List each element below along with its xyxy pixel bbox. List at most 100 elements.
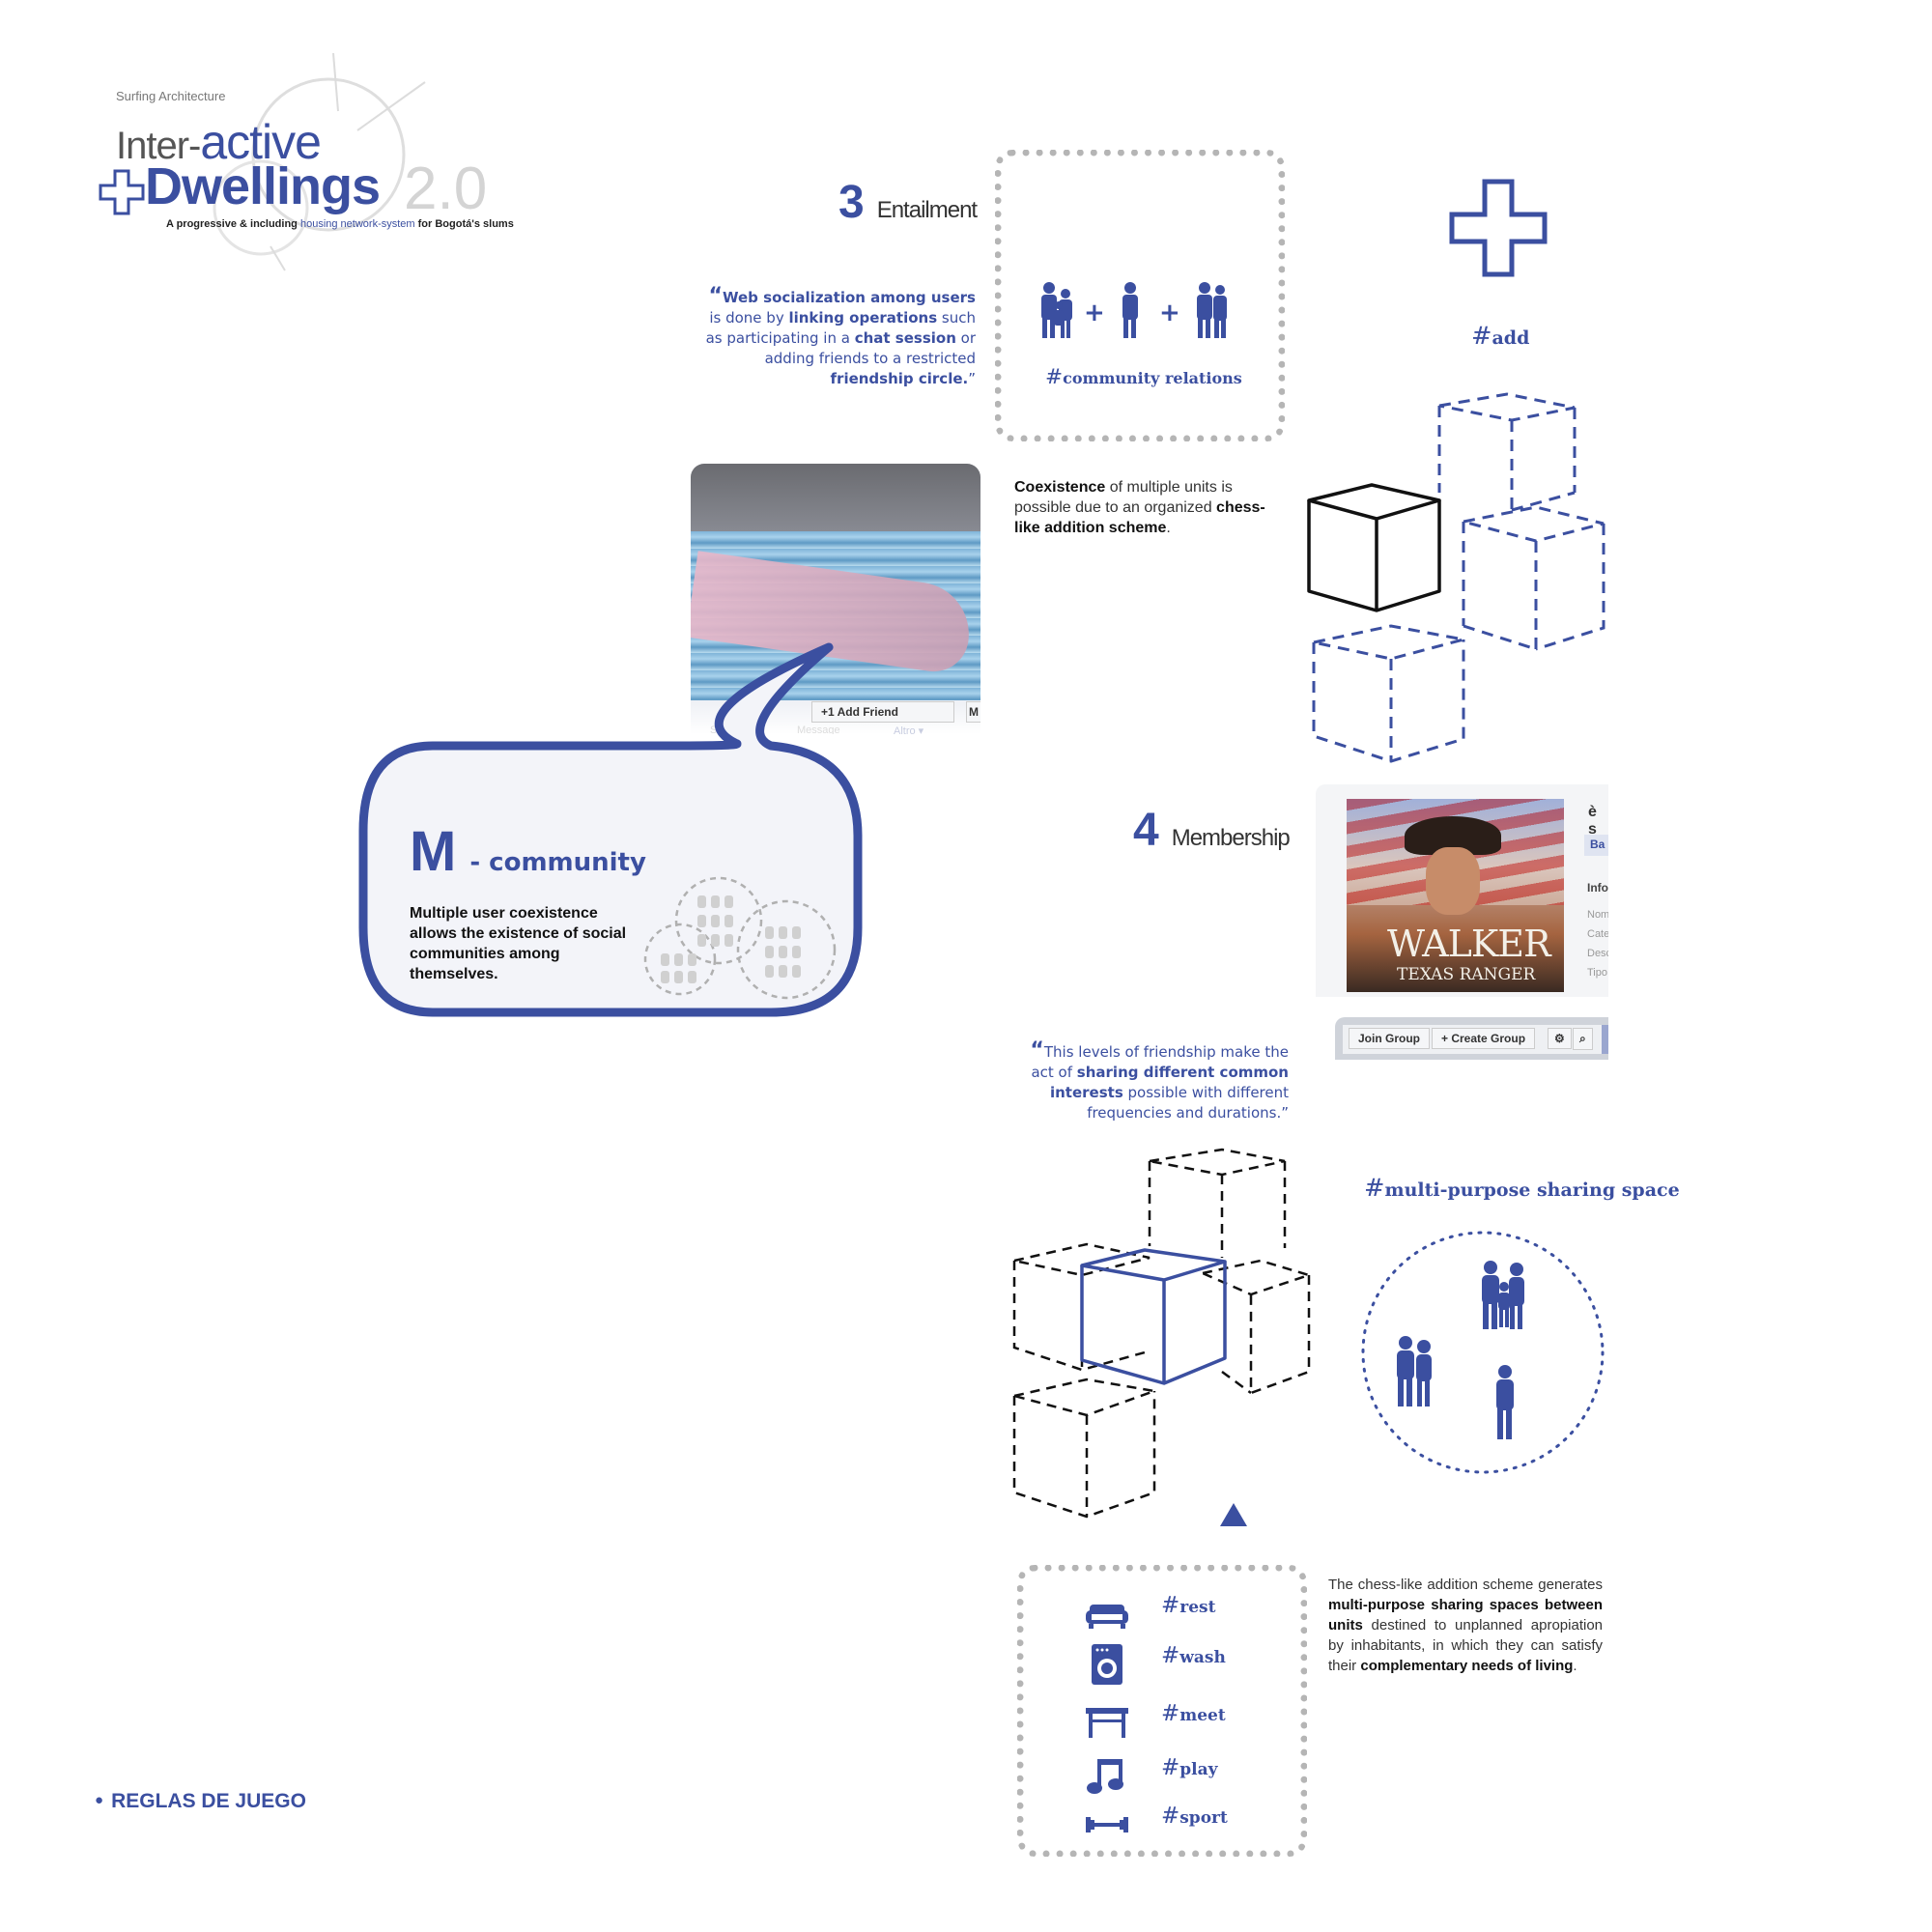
activities-box <box>1017 1565 1307 1857</box>
music-note-icon <box>1082 1755 1132 1798</box>
table-icon <box>1082 1701 1132 1744</box>
entailment-quote-run: such as participating in a <box>705 309 976 347</box>
footer-rules: ● REGLAS DE JUEGO <box>95 1790 306 1813</box>
entailment-quote: “Web socialization among users is done b… <box>701 286 976 389</box>
entailment-quote-run: or adding friends to a restricted <box>764 329 976 367</box>
svg-text:+: + <box>1084 298 1105 327</box>
activity-label: #sport <box>1161 1804 1228 1829</box>
membership-quote-run: sharing different common interests <box>1049 1064 1289 1101</box>
group-side-tab[interactable]: Ba <box>1584 835 1608 856</box>
m-community-heading: M - community <box>410 819 646 884</box>
chess-scheme-run: The chess-like addition scheme generates <box>1328 1577 1603 1593</box>
chess-scheme-run: . <box>1573 1658 1577 1674</box>
group-side-title: è s <box>1588 804 1597 838</box>
group-info-row: Nom <box>1587 909 1608 921</box>
entailment-quote-run: linking operations <box>788 309 938 327</box>
group-poster: WALKER TEXAS RANGER <box>1347 799 1564 992</box>
entailment-quote-run: Web socialization among users <box>723 289 976 306</box>
join-group-button[interactable]: Join Group <box>1349 1028 1430 1049</box>
facebook-profile-card: +1 Add Friend M Send Message Altro ▾ <box>691 464 980 734</box>
membership-number: 4 <box>1133 805 1159 856</box>
group-info-rows: NomCateDescTipo <box>1587 905 1608 982</box>
create-group-button[interactable]: + Create Group <box>1432 1028 1536 1049</box>
chess-addition-cubes-diagram <box>1307 392 1605 763</box>
coexistence-run: chess-like addition scheme <box>1014 499 1265 536</box>
entailment-number: 3 <box>838 177 865 228</box>
logo-watermark-circles <box>213 53 426 271</box>
coexistence-run: of multiple units is possible due to an … <box>1014 479 1233 516</box>
faded-more: Altro ▾ <box>894 725 924 734</box>
entailment-quote-run: is done by <box>709 309 789 327</box>
faded-message: Message <box>797 724 840 734</box>
more-button[interactable]: M <box>966 701 980 723</box>
logo-tagline-highlight: housing network-system <box>299 218 415 230</box>
membership-title: Membership <box>1171 825 1291 851</box>
membership-quote-run: possible with different frequencies and … <box>1087 1084 1289 1122</box>
entailment-quote-open-quote: “ <box>708 284 723 308</box>
triangle-up-icon <box>1220 1503 1247 1526</box>
search-icon[interactable]: ⌕ <box>1573 1028 1593 1050</box>
dumbbell-icon <box>1082 1804 1132 1846</box>
entailment-quote-run: friendship circle. <box>830 370 969 387</box>
chess-scheme-run: destined to unplanned apropiation by inh… <box>1328 1617 1603 1674</box>
sharing-space-circle <box>1361 1231 1605 1474</box>
poster-subtitle: TEXAS RANGER <box>1397 965 1536 984</box>
chess-scheme-run: multi-purpose sharing spaces between uni… <box>1328 1597 1603 1634</box>
settings-gear-icon[interactable]: ⚙ <box>1548 1028 1572 1049</box>
group-info-row: Cate <box>1587 928 1608 940</box>
chess-scheme-run: complementary needs of living <box>1360 1658 1574 1674</box>
activity-item-wash: #wash <box>1082 1637 1294 1686</box>
footer-label: REGLAS DE JUEGO <box>111 1790 306 1812</box>
sharing-space-cubes-diagram <box>1012 1148 1314 1519</box>
m-letter: M <box>410 820 457 883</box>
group-bar-accent <box>1602 1025 1608 1054</box>
logo-plus-icon <box>99 169 145 215</box>
svg-text:+: + <box>1159 298 1180 327</box>
group-info-row: Desc <box>1587 948 1608 959</box>
logo-tagline: A progressive & including housing networ… <box>166 218 514 230</box>
membership-quote-open-quote: “ <box>1030 1038 1044 1063</box>
activity-label: #meet <box>1161 1701 1226 1726</box>
membership-heading: 4 Membership <box>1133 804 1291 857</box>
speech-bubble <box>358 642 863 1017</box>
entailment-quote-run: chat session <box>854 329 956 347</box>
add-label: #add <box>1471 322 1530 351</box>
m-community-text: Multiple user coexistence allows the exi… <box>410 905 627 982</box>
poster-title: WALKER <box>1387 923 1551 965</box>
community-relations-label: #community relations <box>1045 365 1242 389</box>
sharing-space-label: #multi-purpose sharing space <box>1364 1174 1680 1203</box>
activity-label: #wash <box>1161 1643 1226 1668</box>
membership-quote: “This levels of friendship make the act … <box>1014 1040 1289 1123</box>
group-actions-bar: Join Group + Create Group ⚙ ⌕ <box>1335 1017 1608 1060</box>
m-community-title: - community <box>469 848 646 877</box>
add-plus-icon <box>1449 179 1548 277</box>
chess-scheme-text: The chess-like addition scheme generates… <box>1328 1575 1603 1676</box>
logo-subtitle: Surfing Architecture <box>116 89 226 103</box>
footer-bullet-icon: ● <box>95 1792 104 1808</box>
entailment-heading: 3 Entailment <box>838 176 978 229</box>
logo-title-prefix: Inter- <box>116 125 201 167</box>
profile-cover-top <box>691 464 980 531</box>
communities-venn-icon <box>643 876 837 1000</box>
add-friend-button[interactable]: +1 Add Friend <box>811 701 954 723</box>
coexistence-text: Coexistence of multiple units is possibl… <box>1014 477 1279 538</box>
coexistence-run: Coexistence <box>1014 479 1106 496</box>
activity-item-meet: #meet <box>1082 1695 1294 1742</box>
coexistence-run: . <box>1166 520 1171 536</box>
poster-face <box>1426 847 1480 915</box>
activity-item-sport: #sport <box>1082 1798 1294 1844</box>
activity-item-rest: #rest <box>1082 1587 1294 1634</box>
logo-version: 2.0 <box>404 156 488 222</box>
community-figures-icon: + + <box>1041 282 1227 338</box>
membership-quote-run: This levels of friendship make the act o… <box>1031 1043 1289 1081</box>
community-relations-box <box>995 150 1285 441</box>
entailment-title: Entailment <box>876 197 978 223</box>
group-info-label: Info <box>1587 881 1608 895</box>
washing-machine-icon <box>1082 1643 1132 1686</box>
activity-item-play: #play <box>1082 1749 1294 1796</box>
sofa-icon <box>1082 1593 1132 1635</box>
activity-label: #rest <box>1161 1593 1216 1618</box>
logo-title-accent: active <box>200 115 322 169</box>
group-info-row: Tipo <box>1587 967 1607 979</box>
